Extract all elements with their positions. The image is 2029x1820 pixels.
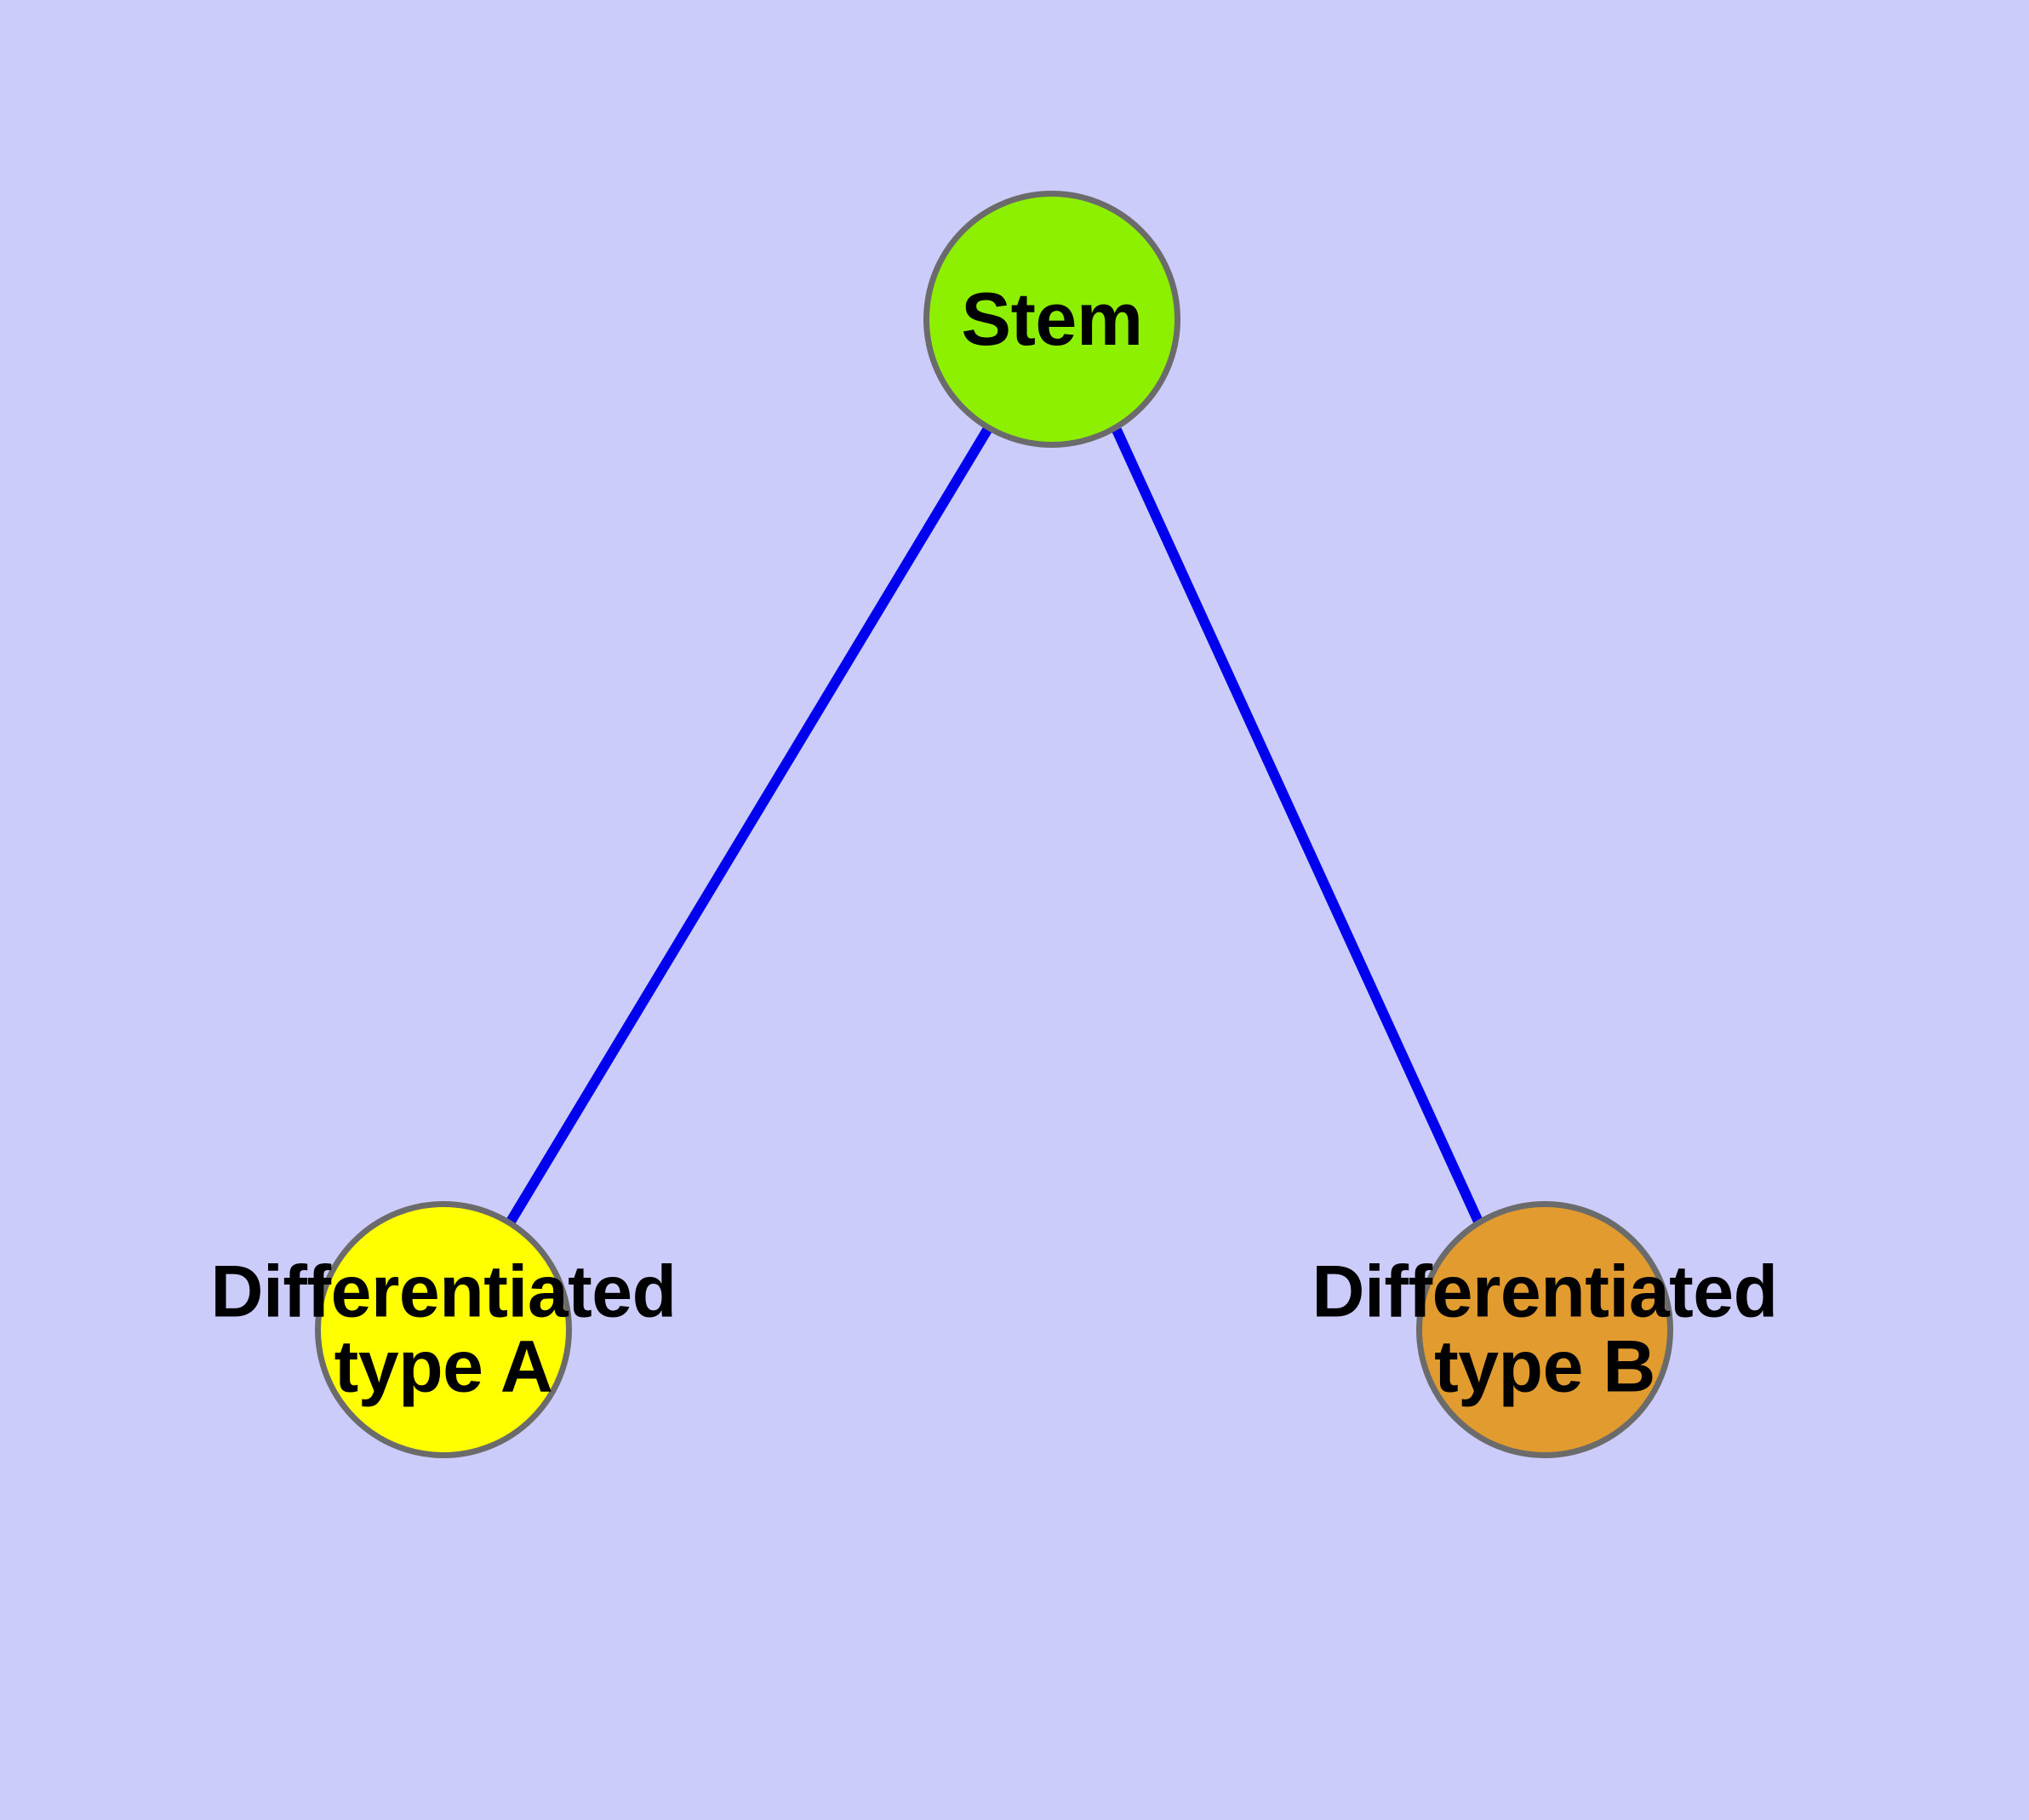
node-differentiated-type-b-label-line2: type B (1434, 1325, 1655, 1407)
node-differentiated-type-a-label-line2: type A (334, 1325, 553, 1407)
node-stem[interactable]: Stem (923, 191, 1180, 448)
node-stem-label: Stem (961, 277, 1143, 362)
edge-stem-to-differentiated-type-b (1112, 427, 1483, 1224)
edge-stem-to-differentiated-type-a (506, 426, 992, 1225)
